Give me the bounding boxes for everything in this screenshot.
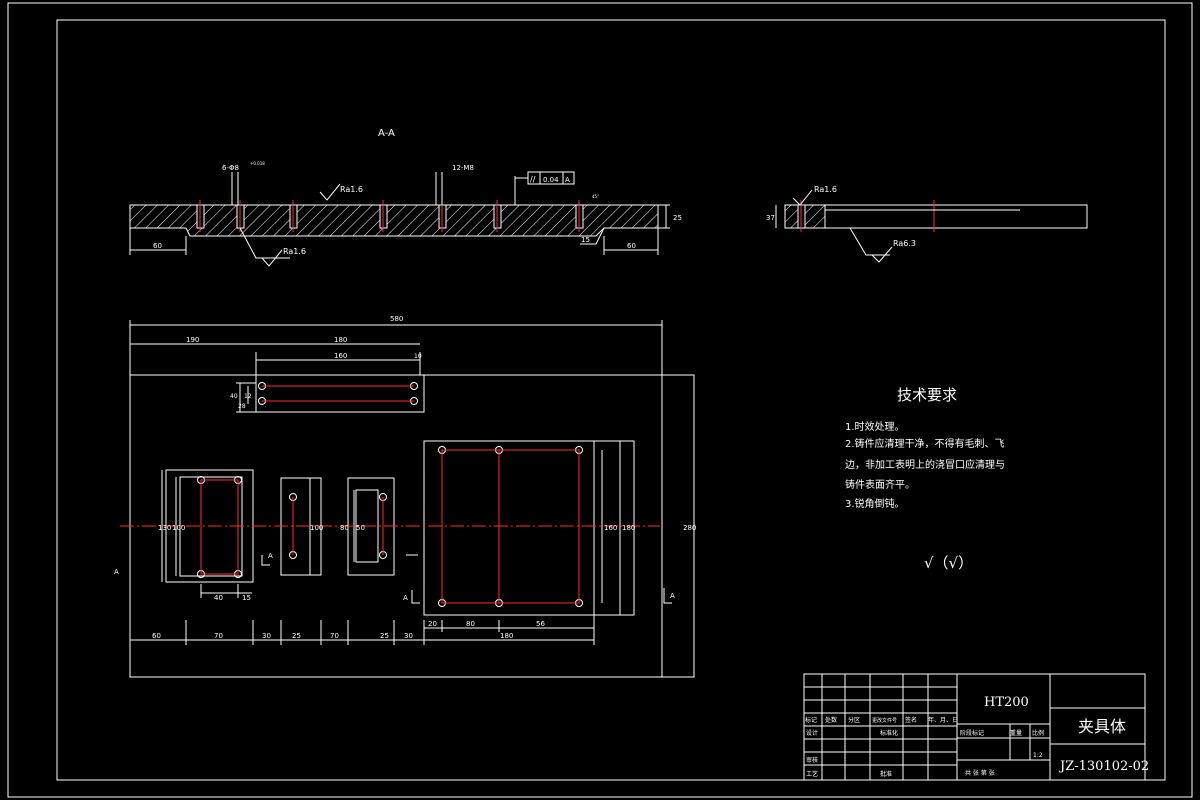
label-stage: 阶段标记 xyxy=(960,729,984,737)
dim-left-40: 40 xyxy=(214,594,223,602)
dim-chamfer: 15 xyxy=(581,236,590,244)
plan-dim-text: 580 190 180 160 10 40 28 12 130 100 40 1… xyxy=(114,315,696,640)
dim-top-180: 180 xyxy=(334,336,347,344)
dim-b-180: 180 xyxy=(500,632,513,640)
outer-frame xyxy=(7,2,1193,798)
dim-left-h2: 100 xyxy=(172,524,185,532)
flatness-value: 0.04 xyxy=(543,176,559,184)
dim-b-30a: 30 xyxy=(262,632,271,640)
dim-overall-height: 280 xyxy=(683,524,696,532)
side-thickness: 37 xyxy=(766,214,775,222)
label-sheets: 共 张 第 张 xyxy=(965,769,995,777)
section-outline xyxy=(129,204,659,237)
roughness-label-2: Ra1.6 xyxy=(283,247,306,256)
label-date: 年、月、日 xyxy=(928,716,958,724)
dim-small-40: 40 xyxy=(230,393,238,400)
dim-angle: 45° xyxy=(592,194,599,199)
roughness-leader-bottom xyxy=(239,227,290,259)
label-standardize: 标准化 xyxy=(880,729,898,737)
right-plate xyxy=(423,440,595,616)
dim-b-60: 60 xyxy=(152,632,161,640)
top-plate xyxy=(255,374,425,413)
flatness-symbol: // xyxy=(530,175,536,184)
side-view: Ra1.6 Ra6.3 37 xyxy=(766,185,1088,263)
dim-left-end: 60 xyxy=(153,242,162,250)
label-weight: 重量 xyxy=(1010,729,1022,737)
material: HT200 xyxy=(984,695,1029,710)
slot-callout: 12-M8 xyxy=(452,164,474,172)
dim-small-28: 28 xyxy=(238,403,246,410)
dim-b-30b: 30 xyxy=(404,632,413,640)
label-approve: 批准 xyxy=(880,770,892,778)
section-centerlines xyxy=(199,200,580,232)
tech-line-1: 1.时效处理。 xyxy=(845,420,905,433)
dim-right-h2: 160 xyxy=(604,524,617,532)
title-block-text: HT200 夹具体 JZ-130102-02 1:2 标记 处数 分区 更改文件… xyxy=(805,695,1149,778)
label-sign: 签名 xyxy=(905,716,917,724)
roughness-label-1: Ra1.6 xyxy=(340,185,363,194)
label-ratio: 比例 xyxy=(1032,729,1044,737)
roughness-symbol-2 xyxy=(261,249,283,267)
tech-line-4: 铸件表面齐平。 xyxy=(845,478,915,491)
title-block xyxy=(803,673,1146,781)
label-review: 审核 xyxy=(806,756,818,764)
section-view: // 0.04 A 6-Φ8 +0.018 12-M8 Ra1.6 Ra1.6 … xyxy=(129,161,682,267)
side-roughness-2: Ra6.3 xyxy=(893,239,916,248)
dim-b-70b: 70 xyxy=(330,632,339,640)
dim-top-190: 190 xyxy=(186,336,199,344)
tech-title: 技术要求 xyxy=(897,386,957,404)
tech-requirements: 技术要求 1.时效处理。 2.铸件应清理干净，不得有毛刺、飞 边，非加工表明上的… xyxy=(845,386,1005,572)
section-mark-1: A xyxy=(114,568,119,576)
dim-b-20: 20 xyxy=(428,620,437,628)
section-mark-2: A xyxy=(268,552,273,560)
dim-top-10: 10 xyxy=(414,353,422,360)
part-name: 夹具体 xyxy=(1078,717,1126,736)
section-mark-3: A xyxy=(403,594,408,602)
tech-line-3: 边，非加工表明上的浇冒口应清理与 xyxy=(845,458,1005,471)
tech-line-2: 2.铸件应清理干净，不得有毛刺、飞 xyxy=(845,437,1005,450)
dim-left-15: 15 xyxy=(242,594,251,602)
label-process: 工艺 xyxy=(806,770,818,778)
dim-thickness: 25 xyxy=(673,214,682,222)
label-zone: 分区 xyxy=(848,716,860,724)
section-mark-4: A xyxy=(670,592,675,600)
roughness-default: √（√） xyxy=(924,554,973,572)
dim-small-12: 12 xyxy=(244,393,252,400)
scale-value: 1:2 xyxy=(1033,752,1043,759)
dim-mid2-h1: 80 xyxy=(340,524,349,532)
side-roughness-1: Ra1.6 xyxy=(814,185,837,194)
section-label: A-A xyxy=(378,128,395,139)
side-plate xyxy=(784,204,1088,229)
inner-frame xyxy=(56,19,1166,781)
label-count: 处数 xyxy=(825,716,837,724)
roughness-symbol-1 xyxy=(319,183,341,201)
dim-b-25a: 25 xyxy=(292,632,301,640)
label-change-doc: 更改文件号 xyxy=(872,717,897,724)
hole-tolerance: +0.018 xyxy=(250,161,265,166)
drawing-number: JZ-130102-02 xyxy=(1058,759,1149,774)
dim-right-h1: 180 xyxy=(622,524,635,532)
dim-overall-length: 580 xyxy=(390,315,403,323)
label-design: 设计 xyxy=(806,729,818,737)
dim-b-70a: 70 xyxy=(214,632,223,640)
dim-mid-h: 100 xyxy=(310,524,323,532)
plan-view xyxy=(129,320,695,678)
dim-b-80: 80 xyxy=(466,620,475,628)
dim-right-end: 60 xyxy=(627,242,636,250)
dim-left-h1: 130 xyxy=(158,524,171,532)
tech-line-5: 3.锐角倒钝。 xyxy=(845,497,905,510)
hole-callout: 6-Φ8 xyxy=(222,164,239,172)
dim-b-56: 56 xyxy=(536,620,545,628)
datum-letter: A xyxy=(565,176,570,184)
dim-top-160: 160 xyxy=(334,352,347,360)
dim-mid2-h2: 50 xyxy=(356,524,365,532)
plan-centerlines xyxy=(120,385,660,604)
label-mark: 标记 xyxy=(805,716,817,724)
dim-b-25b: 25 xyxy=(380,632,389,640)
